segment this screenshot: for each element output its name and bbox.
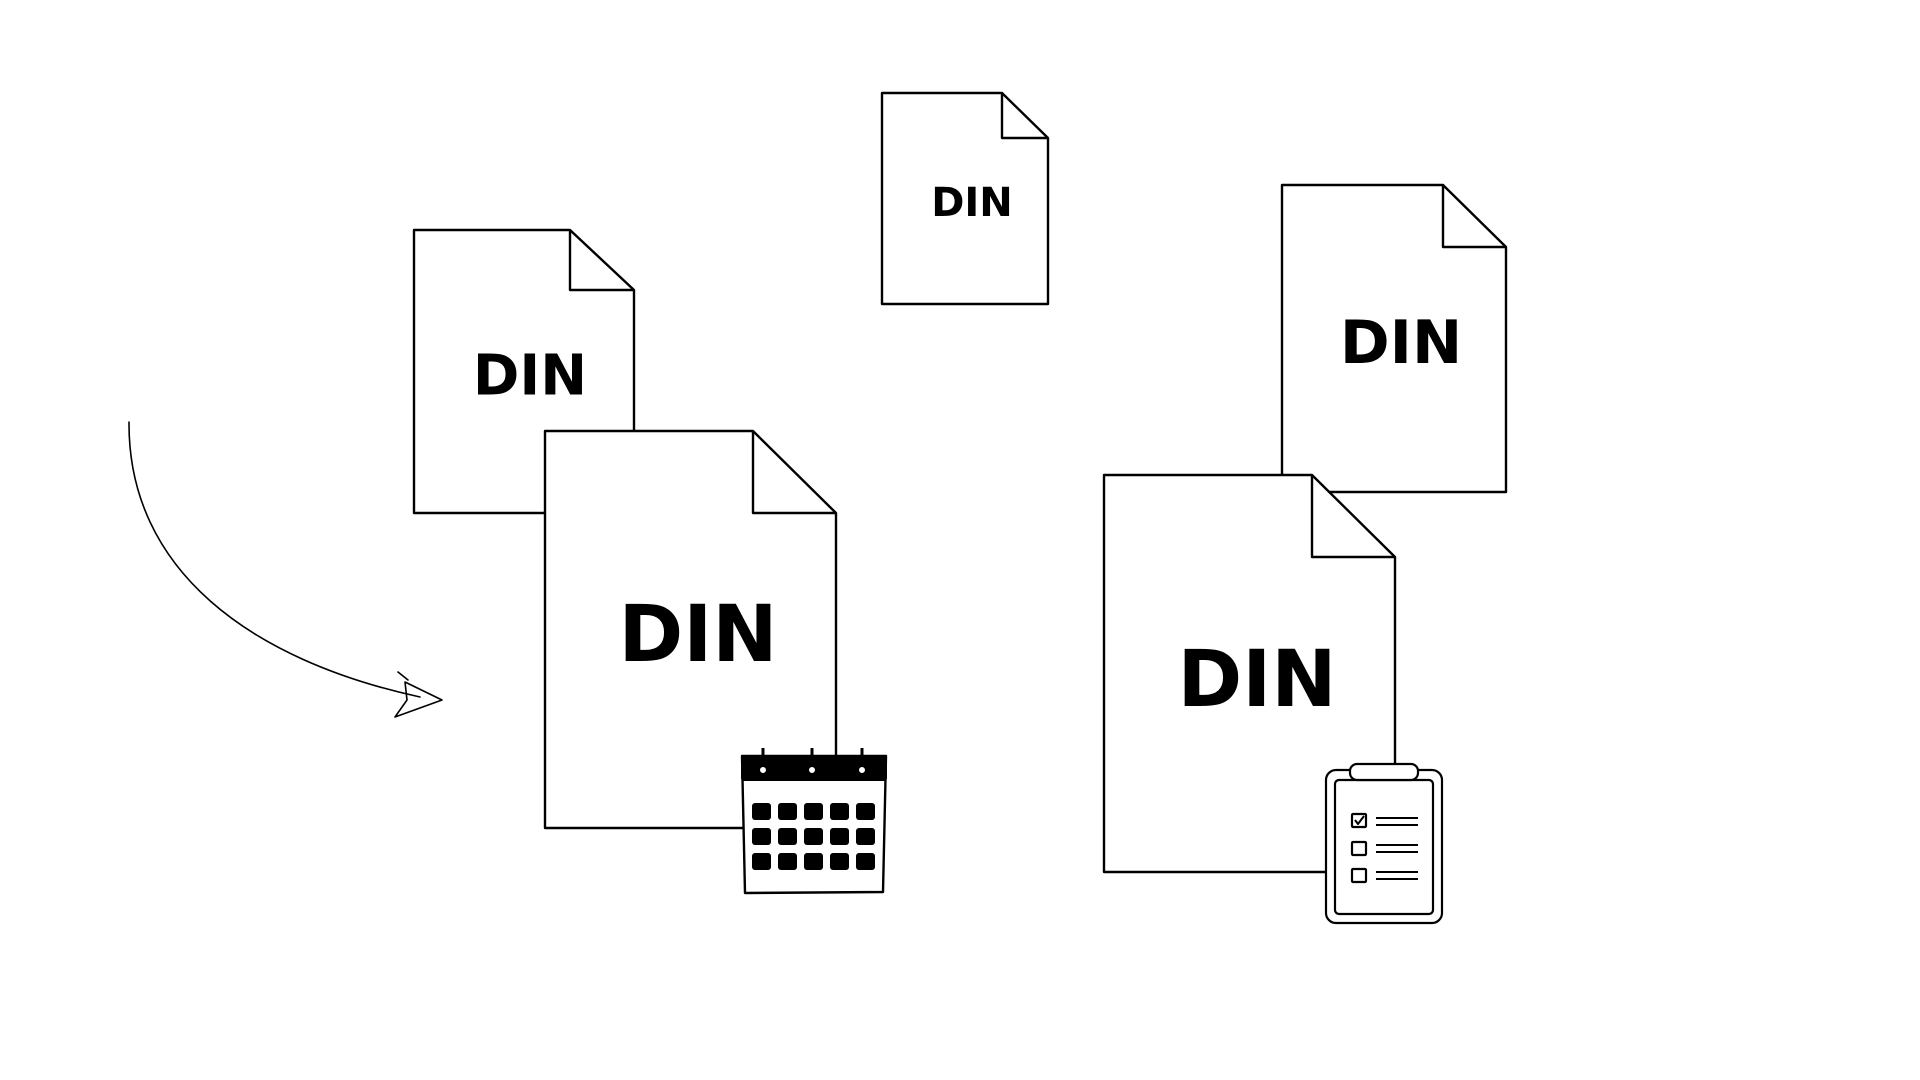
curved-arrow-icon [128, 421, 443, 718]
document-label: DIN [1340, 308, 1462, 378]
document-front-right: DIN [1102, 473, 1397, 874]
document-label: DIN [1177, 635, 1336, 725]
document-label: DIN [931, 180, 1013, 226]
document-label: DIN [618, 590, 777, 680]
document-front-left: DIN [543, 429, 838, 830]
document-back-right: DIN [1280, 183, 1508, 494]
document-label: DIN [473, 344, 587, 409]
calendar-icon [740, 748, 888, 895]
document-top-center: DIN [880, 91, 1050, 306]
checklist-clipboard-icon [1324, 762, 1444, 925]
